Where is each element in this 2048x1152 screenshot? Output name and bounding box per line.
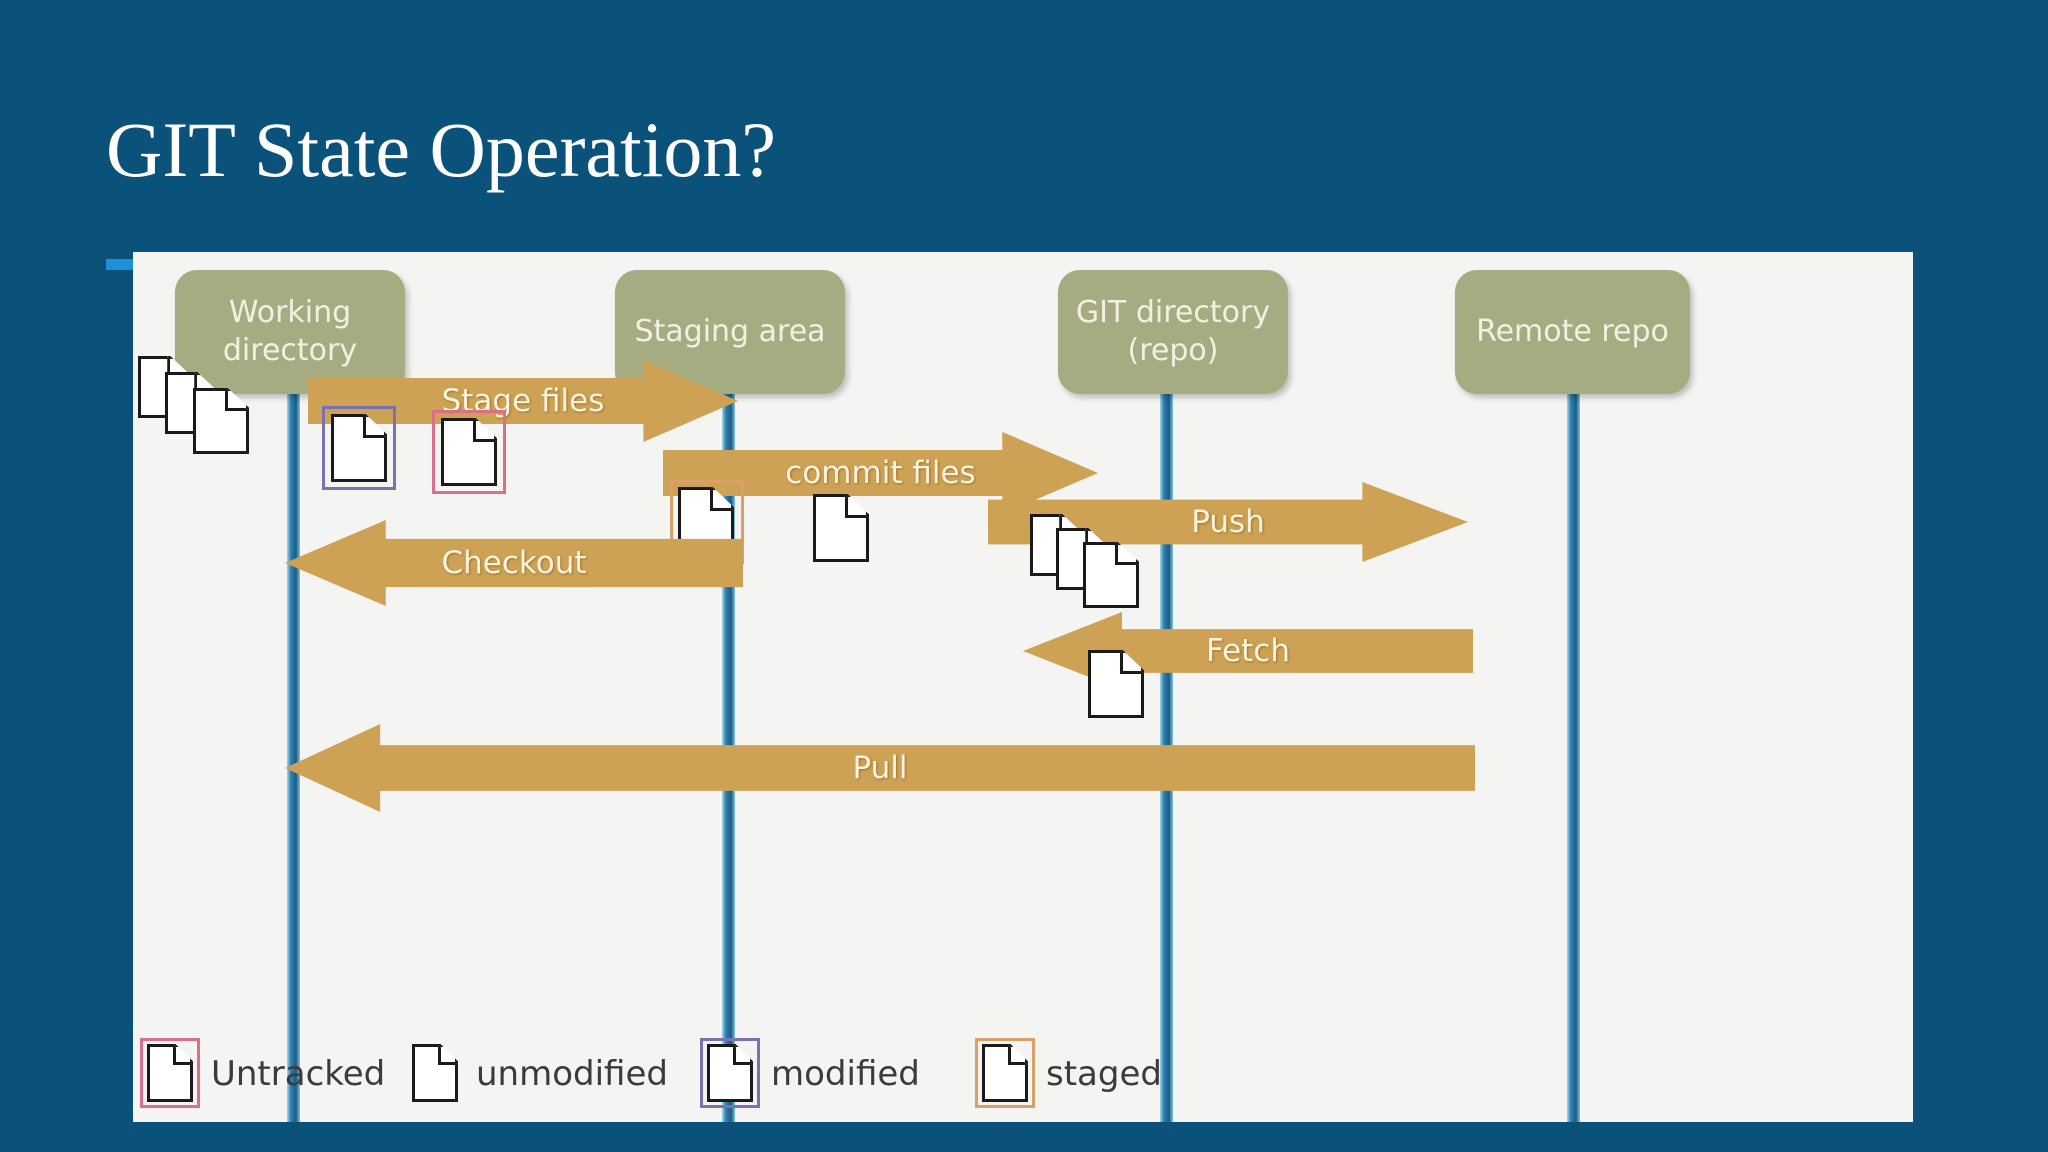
legend-doc-modified (700, 1038, 760, 1108)
document-icon (193, 388, 249, 454)
node-label: Remote repo (1476, 314, 1669, 349)
arrow-label: Checkout (441, 545, 587, 581)
legend-item-staged: staged (975, 1026, 1162, 1122)
accent-dash (106, 259, 144, 270)
document-icon-untracked (441, 418, 497, 486)
node-staging-area[interactable]: Staging area (615, 270, 845, 394)
node-remote-repo[interactable]: Remote repo (1455, 270, 1690, 394)
arrow-label: commit files (785, 455, 976, 491)
legend-item-modified: modified (700, 1026, 920, 1122)
node-git-directory[interactable]: GIT directory (repo) (1058, 270, 1288, 394)
arrow-label: Pull (852, 750, 908, 786)
lifeline-staging-area (722, 322, 735, 1122)
lifeline-working-directory (287, 322, 300, 1122)
lifeline-remote-repo (1567, 322, 1580, 1122)
document-outline-modified (322, 406, 396, 490)
document-icon (412, 1044, 458, 1102)
page-title: GIT State Operation? (106, 106, 777, 193)
diagram-panel: Working directory Staging area GIT direc… (133, 252, 1913, 1122)
legend-doc-unmodified (408, 1041, 462, 1107)
legend-doc-untracked (140, 1038, 200, 1108)
document-outline-untracked (432, 410, 506, 494)
node-label: Staging area (634, 314, 826, 349)
node-working-directory[interactable]: Working directory (175, 270, 405, 394)
document-icon (1088, 650, 1144, 718)
document-outline (140, 1038, 200, 1108)
document-icon (982, 1044, 1028, 1102)
document-outline (975, 1038, 1035, 1108)
document-icon (707, 1044, 753, 1102)
legend: Untracked unmodified (133, 1026, 1913, 1122)
legend-label: unmodified (476, 1054, 668, 1094)
legend-item-untracked: Untracked (140, 1026, 386, 1122)
legend-label: staged (1046, 1054, 1162, 1094)
document-icon-modified (331, 414, 387, 482)
document-icon (1083, 542, 1139, 608)
arrow-label: Stage files (441, 383, 605, 419)
document-icon (147, 1044, 193, 1102)
legend-label: modified (771, 1054, 920, 1094)
legend-item-unmodified: unmodified (408, 1026, 668, 1122)
legend-doc-staged (975, 1038, 1035, 1108)
arrow-label: Fetch (1205, 633, 1291, 669)
node-label: Working directory (222, 295, 358, 368)
node-label: GIT directory (repo) (1075, 295, 1271, 368)
document-outline (700, 1038, 760, 1108)
arrow-pull[interactable]: Pull (285, 724, 1475, 812)
lifeline-git-directory (1160, 322, 1173, 1122)
document-icon-unmodified (813, 494, 869, 562)
arrow-label: Push (1191, 504, 1265, 540)
legend-label: Untracked (211, 1054, 386, 1094)
